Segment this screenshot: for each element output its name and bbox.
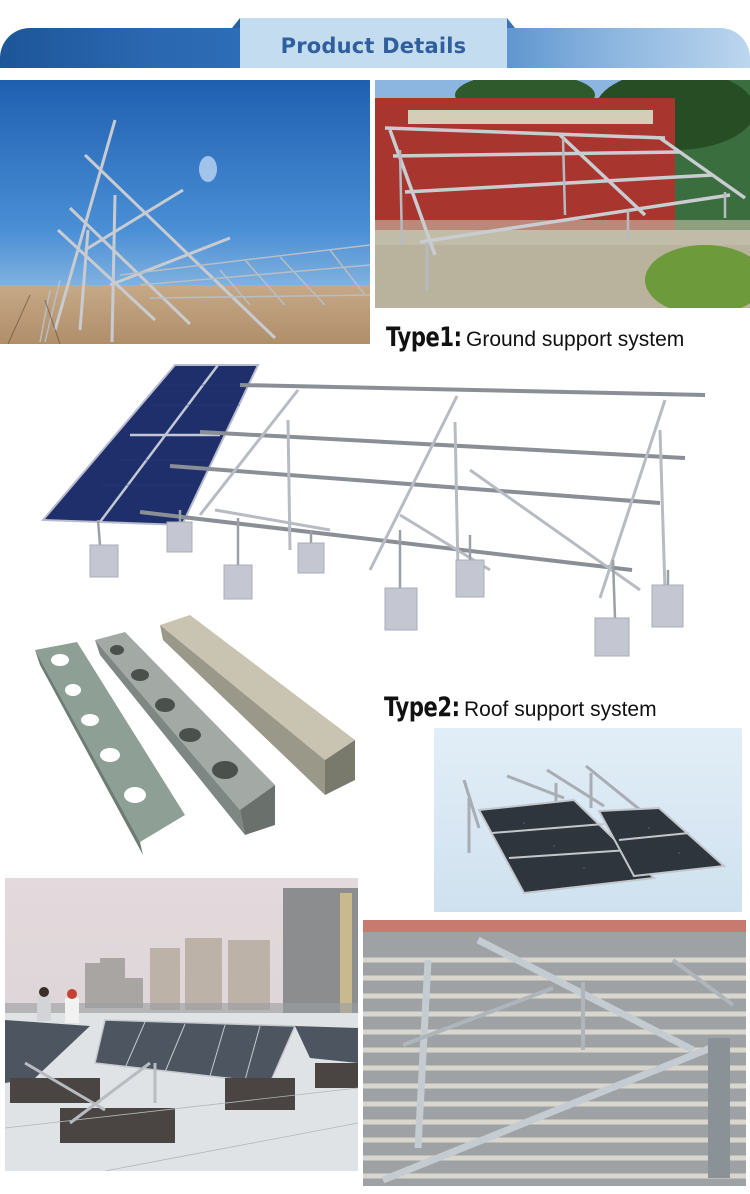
roof-mount-render-image — [434, 728, 742, 912]
banner-left-bar — [0, 28, 240, 68]
banner-title-tab: Product Details — [232, 18, 515, 68]
product-details-banner: Product Details — [0, 16, 750, 68]
metal-roof-rails-image — [363, 920, 746, 1186]
type1-caption: Type1: Ground support system — [386, 322, 684, 353]
rooftop-installation-image — [5, 878, 358, 1171]
type2-caption: Type2: Roof support system — [384, 692, 657, 723]
type2-label: Type2: — [384, 692, 460, 723]
type2-description: Roof support system — [464, 698, 657, 721]
type1-label: Type1: — [386, 322, 462, 353]
desert-ground-mount-image — [0, 80, 370, 344]
c-channel-profiles-image — [25, 610, 380, 855]
type1-description: Ground support system — [466, 328, 685, 351]
banner-right-bar — [505, 28, 750, 68]
ground-mount-render-image — [40, 360, 710, 660]
red-wall-ground-mount-image — [375, 80, 750, 308]
page-title: Product Details — [280, 34, 467, 58]
